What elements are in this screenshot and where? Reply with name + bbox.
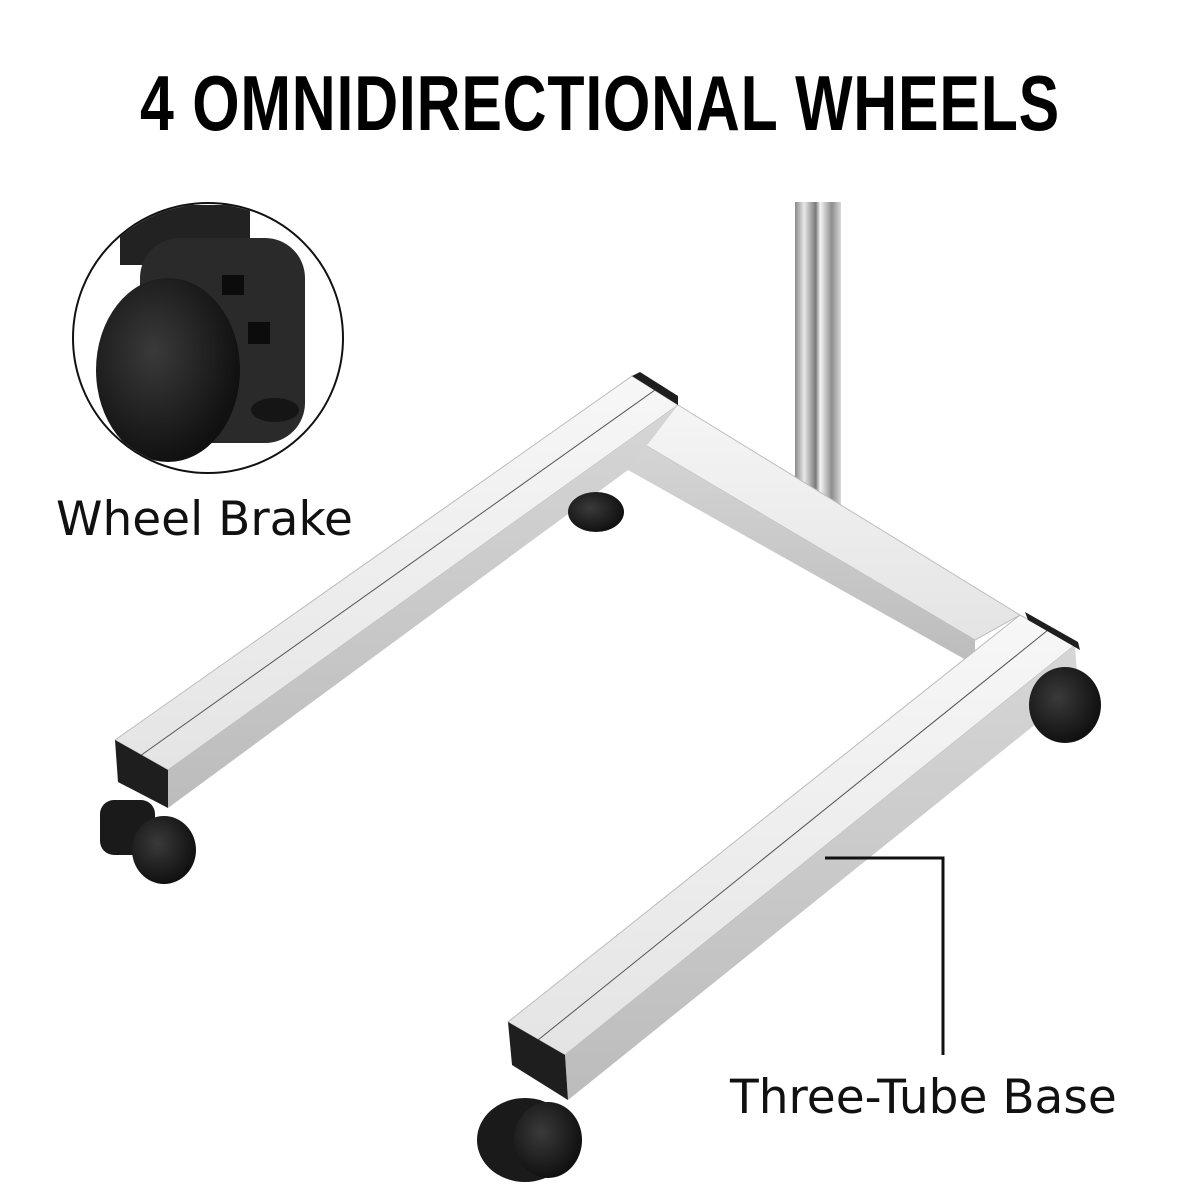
wheel-back-left [568,492,624,532]
wheel-brake-inset [72,202,344,474]
wheel-front-right [477,1098,582,1182]
wheel-brake-label: Wheel Brake [56,492,353,547]
headline: 4 OMNIDIRECTIONAL WHEELS [139,59,1061,147]
wheel-back-right [1029,667,1101,743]
end-cap [508,1022,568,1100]
right-tube [507,614,1078,1100]
left-tube [114,375,679,808]
end-cap [115,740,168,808]
wheel-front-left [100,800,196,884]
callout-leader-line [825,856,945,1055]
three-tube-base-label: Three-Tube Base [730,1070,1117,1125]
